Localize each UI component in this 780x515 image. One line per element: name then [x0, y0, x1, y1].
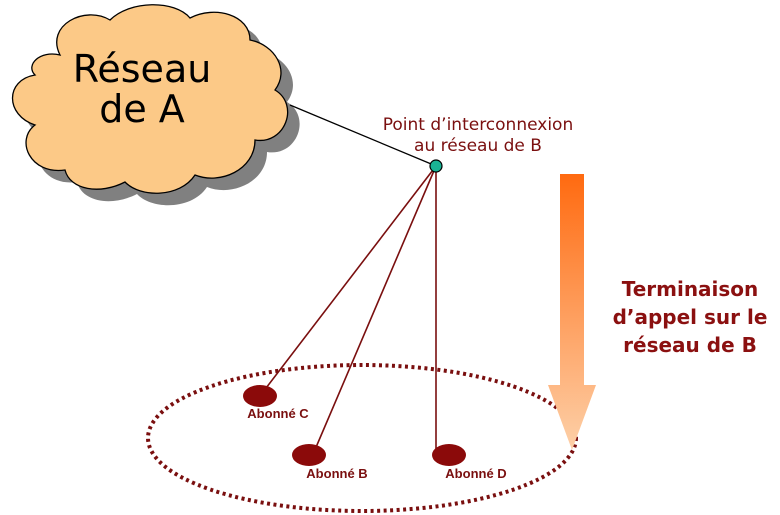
subscriber-c-node — [243, 385, 277, 407]
subscriber-d-label: Abonné D — [445, 466, 506, 481]
cloud-link-line — [289, 104, 437, 167]
termination-label-line1: Terminaison — [622, 277, 759, 301]
termination-arrow — [548, 174, 596, 450]
cloud-label-line1: Réseau — [73, 47, 212, 91]
subscriber-c-label: Abonné C — [247, 406, 309, 421]
termination-label-line2: d’appel sur le — [613, 305, 768, 329]
link-to-subscriber-b — [313, 165, 437, 453]
network-b-area — [146, 363, 578, 513]
cloud-network-a — [11, 4, 289, 194]
interconnect-node — [429, 159, 443, 173]
termination-label-line3: réseau de B — [623, 333, 757, 357]
subscriber-d-node — [432, 444, 466, 466]
interconnect-label-line2: au réseau de B — [414, 136, 542, 156]
subscriber-b-node — [292, 444, 326, 466]
cloud-label-line2: de A — [99, 87, 185, 131]
subscriber-b-label: Abonné B — [306, 466, 367, 481]
link-to-subscriber-c — [262, 165, 437, 393]
interconnect-label-line1: Point d’interconnexion — [383, 115, 573, 135]
